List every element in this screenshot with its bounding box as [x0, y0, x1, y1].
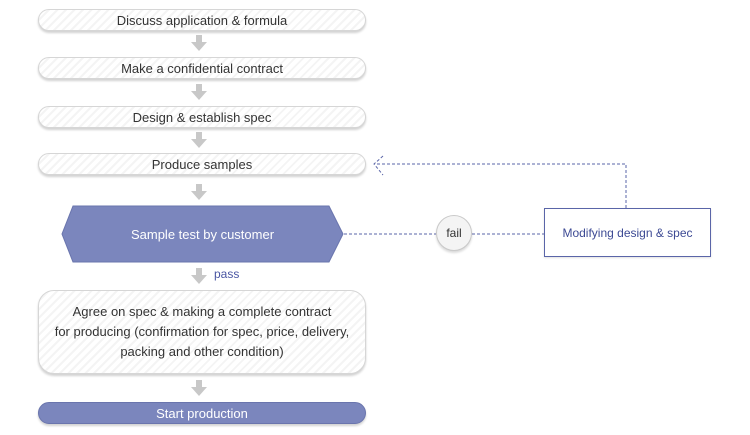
step-label: Produce samples — [151, 156, 253, 172]
step-label: Discuss application & formula — [116, 12, 288, 28]
step-label: Design & establish spec — [132, 109, 272, 125]
step-label: Sample test by customer — [130, 226, 275, 242]
step-sample-test: Sample test by customer — [61, 205, 344, 263]
dashed-line-modify-to-samples — [375, 163, 627, 208]
step-sample-test-shape — [61, 205, 344, 263]
arrow-left-open-icon — [373, 155, 384, 176]
step-design-spec: Design & establish spec — [38, 106, 366, 128]
down-arrow-icon — [191, 268, 207, 284]
down-arrow-icon — [191, 132, 207, 148]
down-arrow-icon — [191, 35, 207, 51]
down-arrow-icon — [191, 184, 207, 200]
down-arrow-icon — [191, 380, 207, 396]
modify-design-box: Modifying design & spec — [544, 208, 711, 257]
down-arrow-icon — [191, 84, 207, 100]
step-produce-samples: Produce samples — [38, 153, 366, 175]
fail-node: fail — [436, 215, 472, 251]
step-start-production: Start production — [38, 402, 366, 424]
step-label: Agree on spec & making a complete contra… — [54, 304, 350, 359]
step-label: Make a confidential contract — [121, 60, 283, 76]
step-label: Start production — [156, 405, 248, 421]
fail-label: fail — [446, 226, 462, 240]
step-confidential-contract: Make a confidential contract — [38, 57, 366, 79]
step-discuss-application: Discuss application & formula — [38, 9, 366, 31]
pass-label: pass — [214, 267, 240, 281]
modify-label: Modifying design & spec — [562, 225, 693, 240]
step-agree-contract: Agree on spec & making a complete contra… — [38, 290, 366, 374]
